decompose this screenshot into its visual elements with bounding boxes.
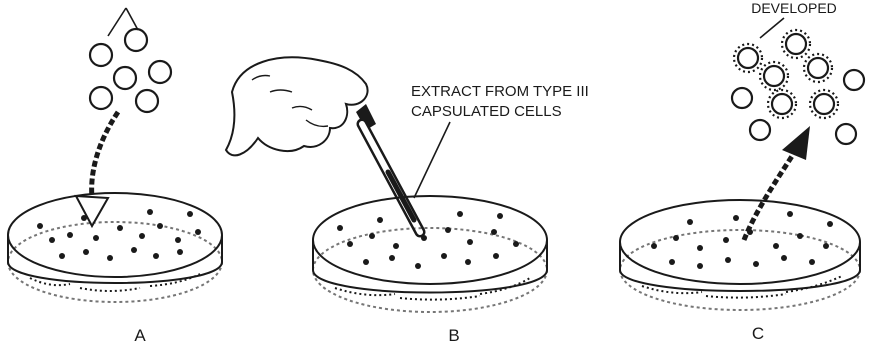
petri-dish-icon	[313, 196, 547, 312]
petri-dish-icon	[8, 193, 222, 302]
panel-label-c: C	[752, 324, 764, 343]
petri-dish-icon	[620, 200, 860, 310]
curved-arrow-icon	[76, 112, 118, 226]
encapsulated-cells-icon	[732, 30, 864, 144]
pipette-icon	[356, 104, 420, 232]
colonies-c	[651, 211, 833, 269]
extract-pointer-line	[414, 122, 450, 198]
developed-pointer-line	[760, 18, 784, 38]
pointer-lines-a	[108, 8, 138, 36]
panel-label-a: A	[134, 326, 146, 345]
colonies-a	[37, 209, 201, 261]
extract-label-line2: CAPSULATED CELLS	[411, 103, 562, 120]
panel-c: DEVELOPED	[620, 0, 864, 343]
colonies-b	[337, 211, 519, 269]
hand-icon	[226, 57, 368, 155]
panel-b: EXTRACT FROM TYPE III CAPSULATED CELLS B	[226, 57, 589, 345]
extract-label-line1: EXTRACT FROM TYPE III	[411, 83, 589, 100]
curved-arrow-icon	[744, 126, 810, 240]
developed-label: DEVELOPED	[751, 0, 837, 16]
panel-a: A	[8, 8, 222, 345]
unencapsulated-cells-icon	[90, 29, 171, 112]
panel-label-b: B	[448, 326, 459, 345]
